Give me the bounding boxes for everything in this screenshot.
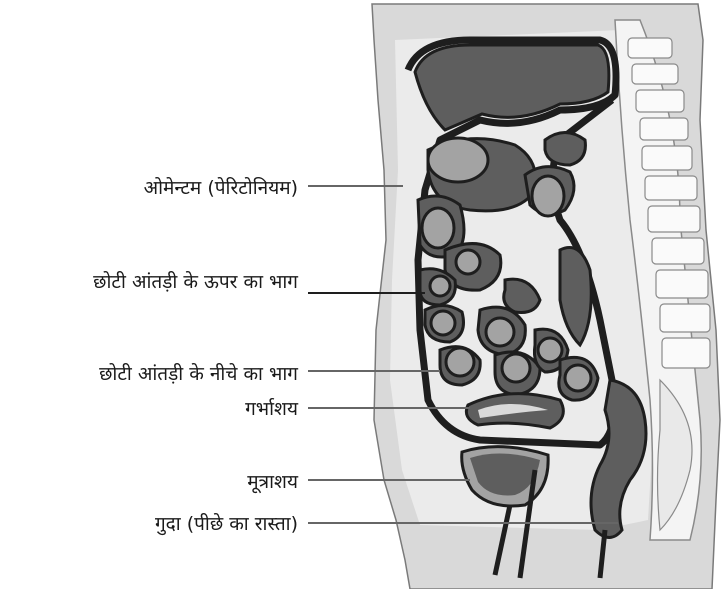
label-small-intestine-lower: छोटी आंतड़ी के नीचे का भाग [99, 362, 298, 386]
label-uterus: गर्भाशय [245, 397, 298, 421]
label-omentum: ओमेन्टम (पेरिटोनियम) [144, 176, 298, 200]
label-anus: गुदा (पीछे का रास्ता) [155, 512, 298, 536]
label-small-intestine-upper: छोटी आंतड़ी के ऊपर का भाग [93, 270, 298, 294]
label-bladder: मूत्राशय [247, 470, 298, 494]
